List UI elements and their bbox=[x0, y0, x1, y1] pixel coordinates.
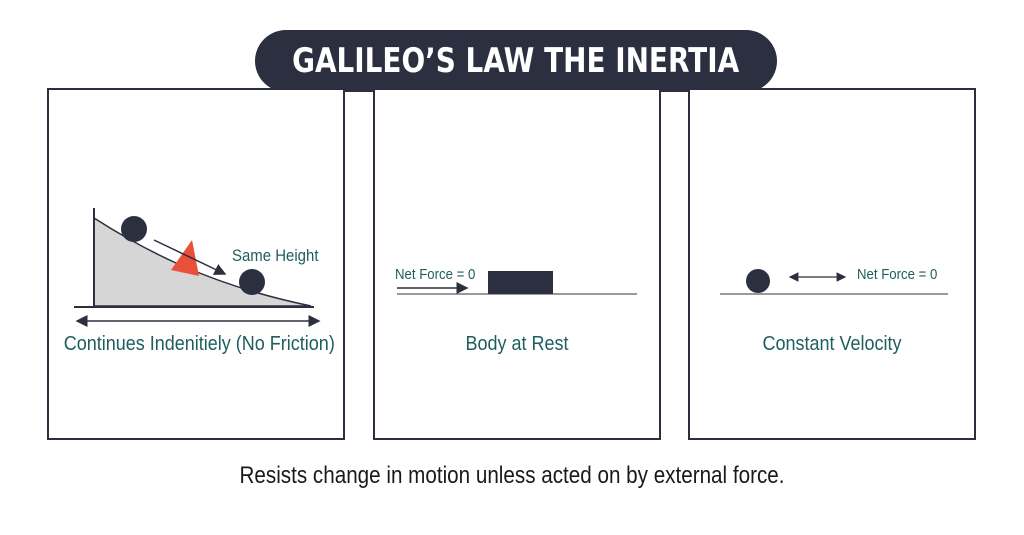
same-height-label: Same Height bbox=[232, 246, 319, 265]
constant-velocity-diagram bbox=[720, 269, 948, 295]
ball-start bbox=[121, 216, 147, 242]
moving-ball bbox=[746, 269, 770, 293]
inclined-plane-diagram bbox=[74, 208, 321, 327]
panel-body-at-rest: Net Force = 0 Body at Rest bbox=[373, 88, 661, 440]
ball-end bbox=[239, 269, 265, 295]
red-triangle bbox=[171, 240, 199, 276]
net-force-label: Net Force = 0 bbox=[395, 266, 476, 283]
motion-arrow bbox=[153, 239, 227, 275]
footer-text: Resists change in motion unless acted on… bbox=[239, 462, 785, 489]
panel-constant-velocity: Net Force = 0 Constant Velocity bbox=[688, 88, 976, 440]
panel-3-caption: Constant Velocity bbox=[762, 333, 902, 355]
net-force-label: Net Force = 0 bbox=[857, 266, 938, 283]
resting-block bbox=[488, 271, 553, 294]
body-at-rest-diagram bbox=[397, 271, 637, 295]
title-banner: GALILEO’S LAW THE INERTIA bbox=[255, 30, 777, 92]
page-title: GALILEO’S LAW THE INERTIA bbox=[292, 41, 740, 81]
panel-2-caption: Body at Rest bbox=[465, 333, 569, 355]
panel-1-caption: Continues Indenitiely (No Friction) bbox=[63, 333, 335, 355]
panel-inclined-plane: Same Height Continues Indenitiely (No Fr… bbox=[47, 88, 345, 440]
